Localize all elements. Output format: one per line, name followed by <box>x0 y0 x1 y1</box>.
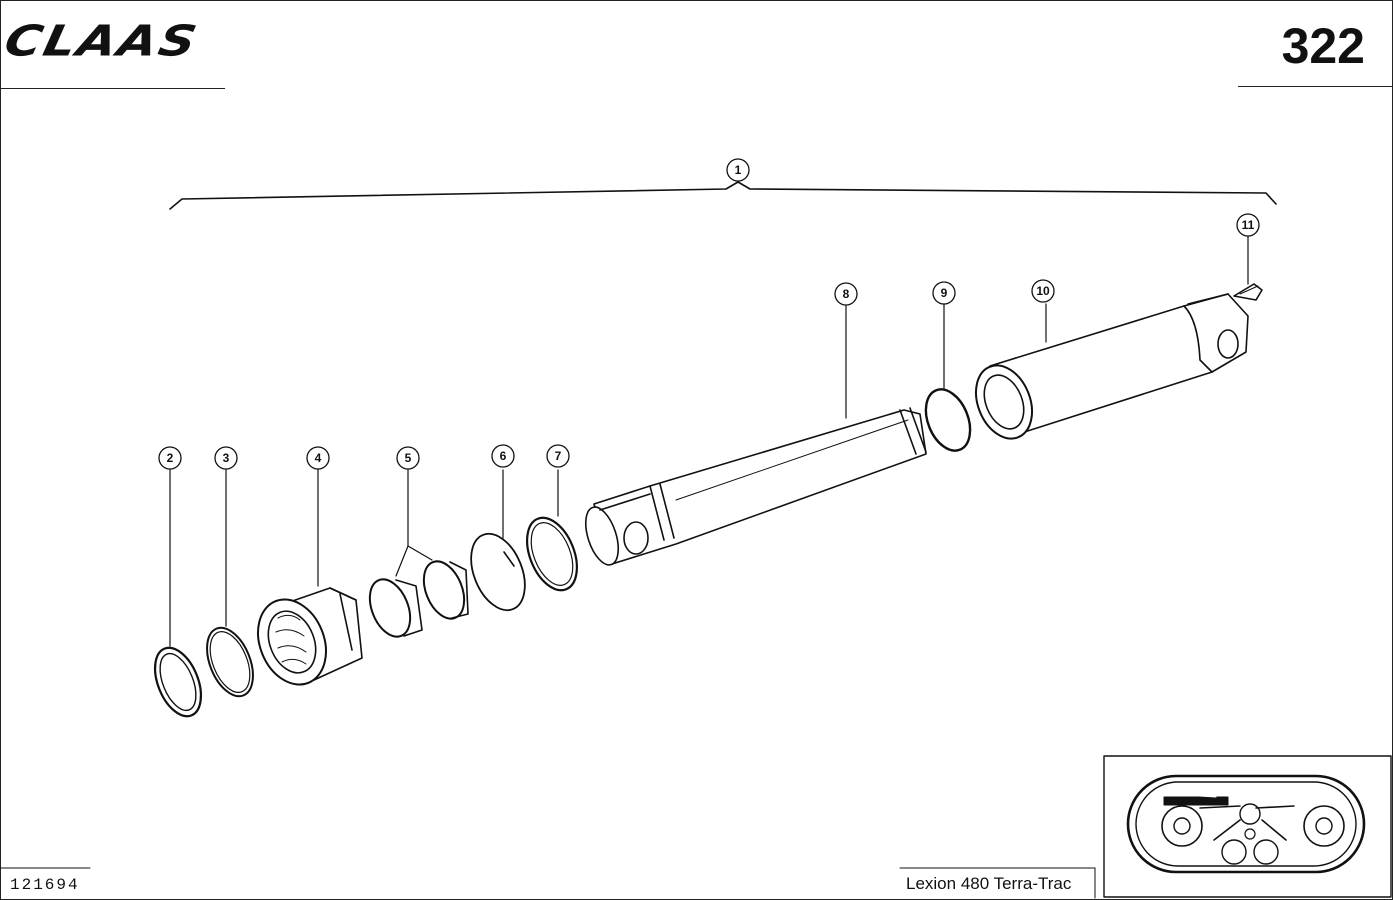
callout-7-label: 7 <box>555 449 562 463</box>
header-rule-right <box>1238 86 1392 87</box>
drawing-id: 121694 <box>10 876 80 894</box>
part-7-piston-seal <box>526 469 578 592</box>
highlighted-cylinder <box>1163 796 1229 806</box>
callout-8: 8 <box>834 282 858 306</box>
callout-9: 9 <box>932 281 956 305</box>
callout-2-label: 2 <box>167 451 174 465</box>
part-3-ring <box>206 469 254 698</box>
part-9-o-ring <box>924 303 972 452</box>
part-5-guide-rings <box>368 469 469 638</box>
callout-6-label: 6 <box>500 449 507 463</box>
callout-2: 2 <box>158 446 182 470</box>
page-number: 322 <box>1281 18 1365 74</box>
part-11-grease-nipple <box>1233 235 1263 301</box>
part-8-piston-rod <box>584 305 927 566</box>
callout-9-label: 9 <box>941 286 948 300</box>
callout-10: 10 <box>1031 279 1055 303</box>
callout-5-label: 5 <box>405 451 412 465</box>
callout-1: 1 <box>726 158 750 182</box>
callout-3: 3 <box>214 446 238 470</box>
callout-7: 7 <box>546 444 570 468</box>
callout-11-label: 11 <box>1242 218 1255 232</box>
part-2-seal-ring <box>153 469 203 718</box>
callout-8-label: 8 <box>843 287 850 301</box>
callout-10-label: 10 <box>1036 284 1050 298</box>
location-thumbnail <box>1103 755 1392 898</box>
assembly-bracket <box>169 181 1277 210</box>
callout-1-label: 1 <box>735 163 742 177</box>
callout-3-label: 3 <box>223 451 230 465</box>
callout-4-label: 4 <box>315 451 322 465</box>
callout-4: 4 <box>306 446 330 470</box>
callout-11: 11 <box>1236 213 1260 237</box>
model-name: Lexion 480 Terra-Trac <box>906 874 1072 893</box>
header-rule-left <box>0 88 225 89</box>
part-10-cylinder-tube <box>975 293 1249 440</box>
callout-6: 6 <box>491 444 515 468</box>
part-6-snap-ring <box>470 469 526 612</box>
callout-5: 5 <box>396 446 420 470</box>
part-4-gland <box>257 459 363 686</box>
